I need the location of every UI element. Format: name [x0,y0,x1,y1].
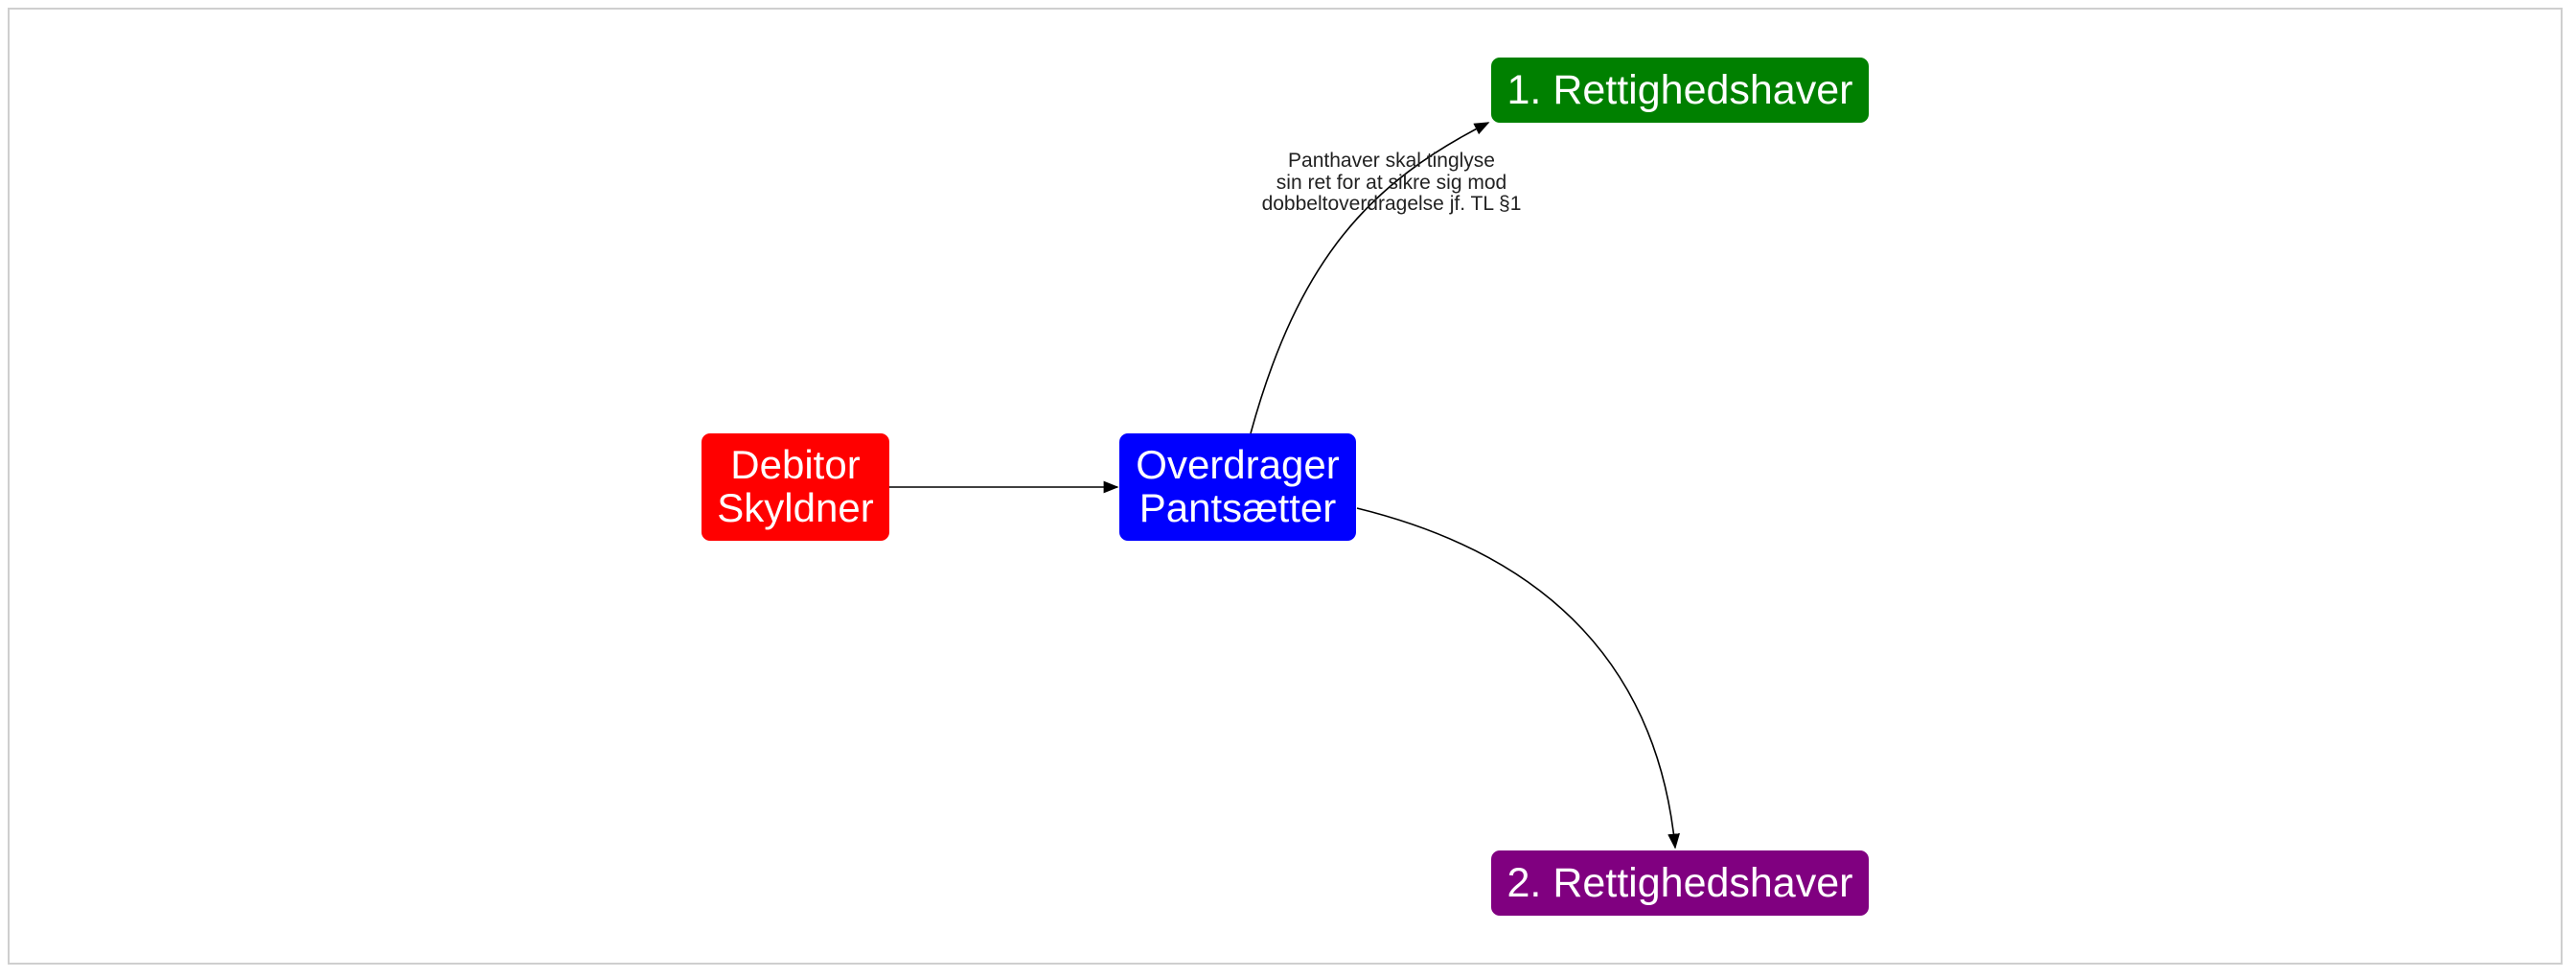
edge-label-tinglysning: Panthaver skal tinglyse sin ret for at s… [1209,150,1574,216]
diagram-frame [8,8,2563,965]
node-debitor-line-2: Skyldner [717,485,874,530]
node-rettighedshaver-1: 1. Rettighedshaver [1491,58,1869,123]
node-overdrager-line-1: Overdrager [1136,442,1340,488]
node-rettighedshaver-1-label: 1. Rettighedshaver [1506,67,1853,113]
edge-overdrager-to-rettighedshaver-1 [1250,122,1490,434]
node-debitor-line-1: Debitor [730,442,861,488]
edge-label-line-2: sin ret for at sikre sig mod [1276,171,1507,194]
node-overdrager: Overdrager Pantsætter [1119,433,1356,541]
edge-label-line-3: dobbeltoverdragelse jf. TL §1 [1261,193,1522,216]
edge-label-line-1: Panthaver skal tinglyse [1288,150,1495,172]
node-debitor: Debitor Skyldner [702,433,889,541]
node-rettighedshaver-2: 2. Rettighedshaver [1491,850,1869,916]
node-overdrager-line-2: Pantsætter [1138,485,1337,530]
node-rettighedshaver-2-label: 2. Rettighedshaver [1506,860,1853,906]
edge-overdrager-to-rettighedshaver-2 [1356,507,1680,850]
